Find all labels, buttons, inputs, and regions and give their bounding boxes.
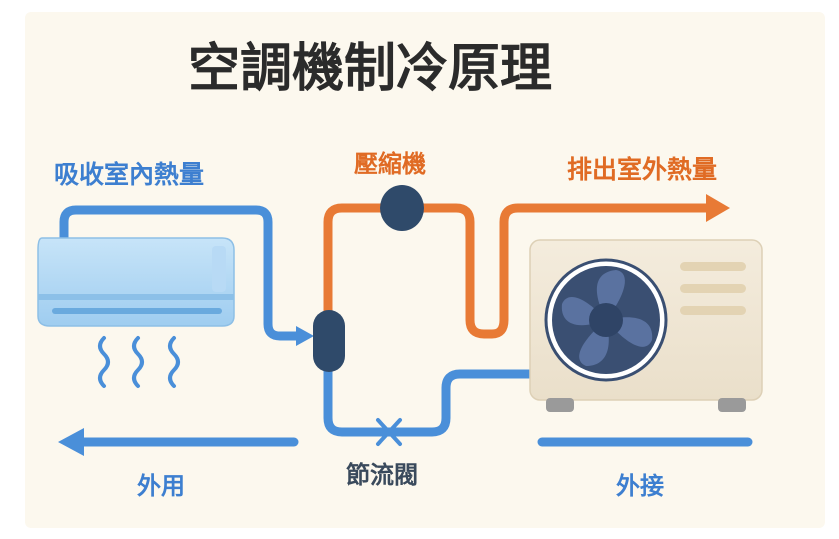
discharge-pipe [415, 203, 717, 339]
liquid-line-pipe [323, 355, 541, 437]
indoor-return-pipe [59, 205, 303, 341]
outer-use-label: 外用 [137, 472, 185, 500]
compressor-icon [380, 185, 424, 231]
outer-connect-label: 外接 [616, 472, 664, 500]
exhaust-heat-label: 排出室外熱量 [567, 155, 717, 184]
absorb-heat-label: 吸收室內熱量 [54, 160, 204, 189]
page-title: 空調機制冷原理 [188, 39, 552, 99]
compressor-pipe [323, 203, 389, 323]
exhaust-arrowhead [706, 194, 730, 222]
compressor-label: 壓縮機 [354, 150, 426, 178]
fan-icon [544, 258, 668, 382]
outer-use-arrowhead [58, 428, 84, 456]
accumulator-icon [313, 310, 345, 372]
throttle-valve-label: 節流閥 [346, 461, 418, 489]
indoor-return-arrowhead [296, 326, 314, 346]
indoor-unit [37, 237, 235, 327]
throttle-valve-icon [376, 418, 402, 446]
heat-wave-icon [98, 336, 180, 388]
